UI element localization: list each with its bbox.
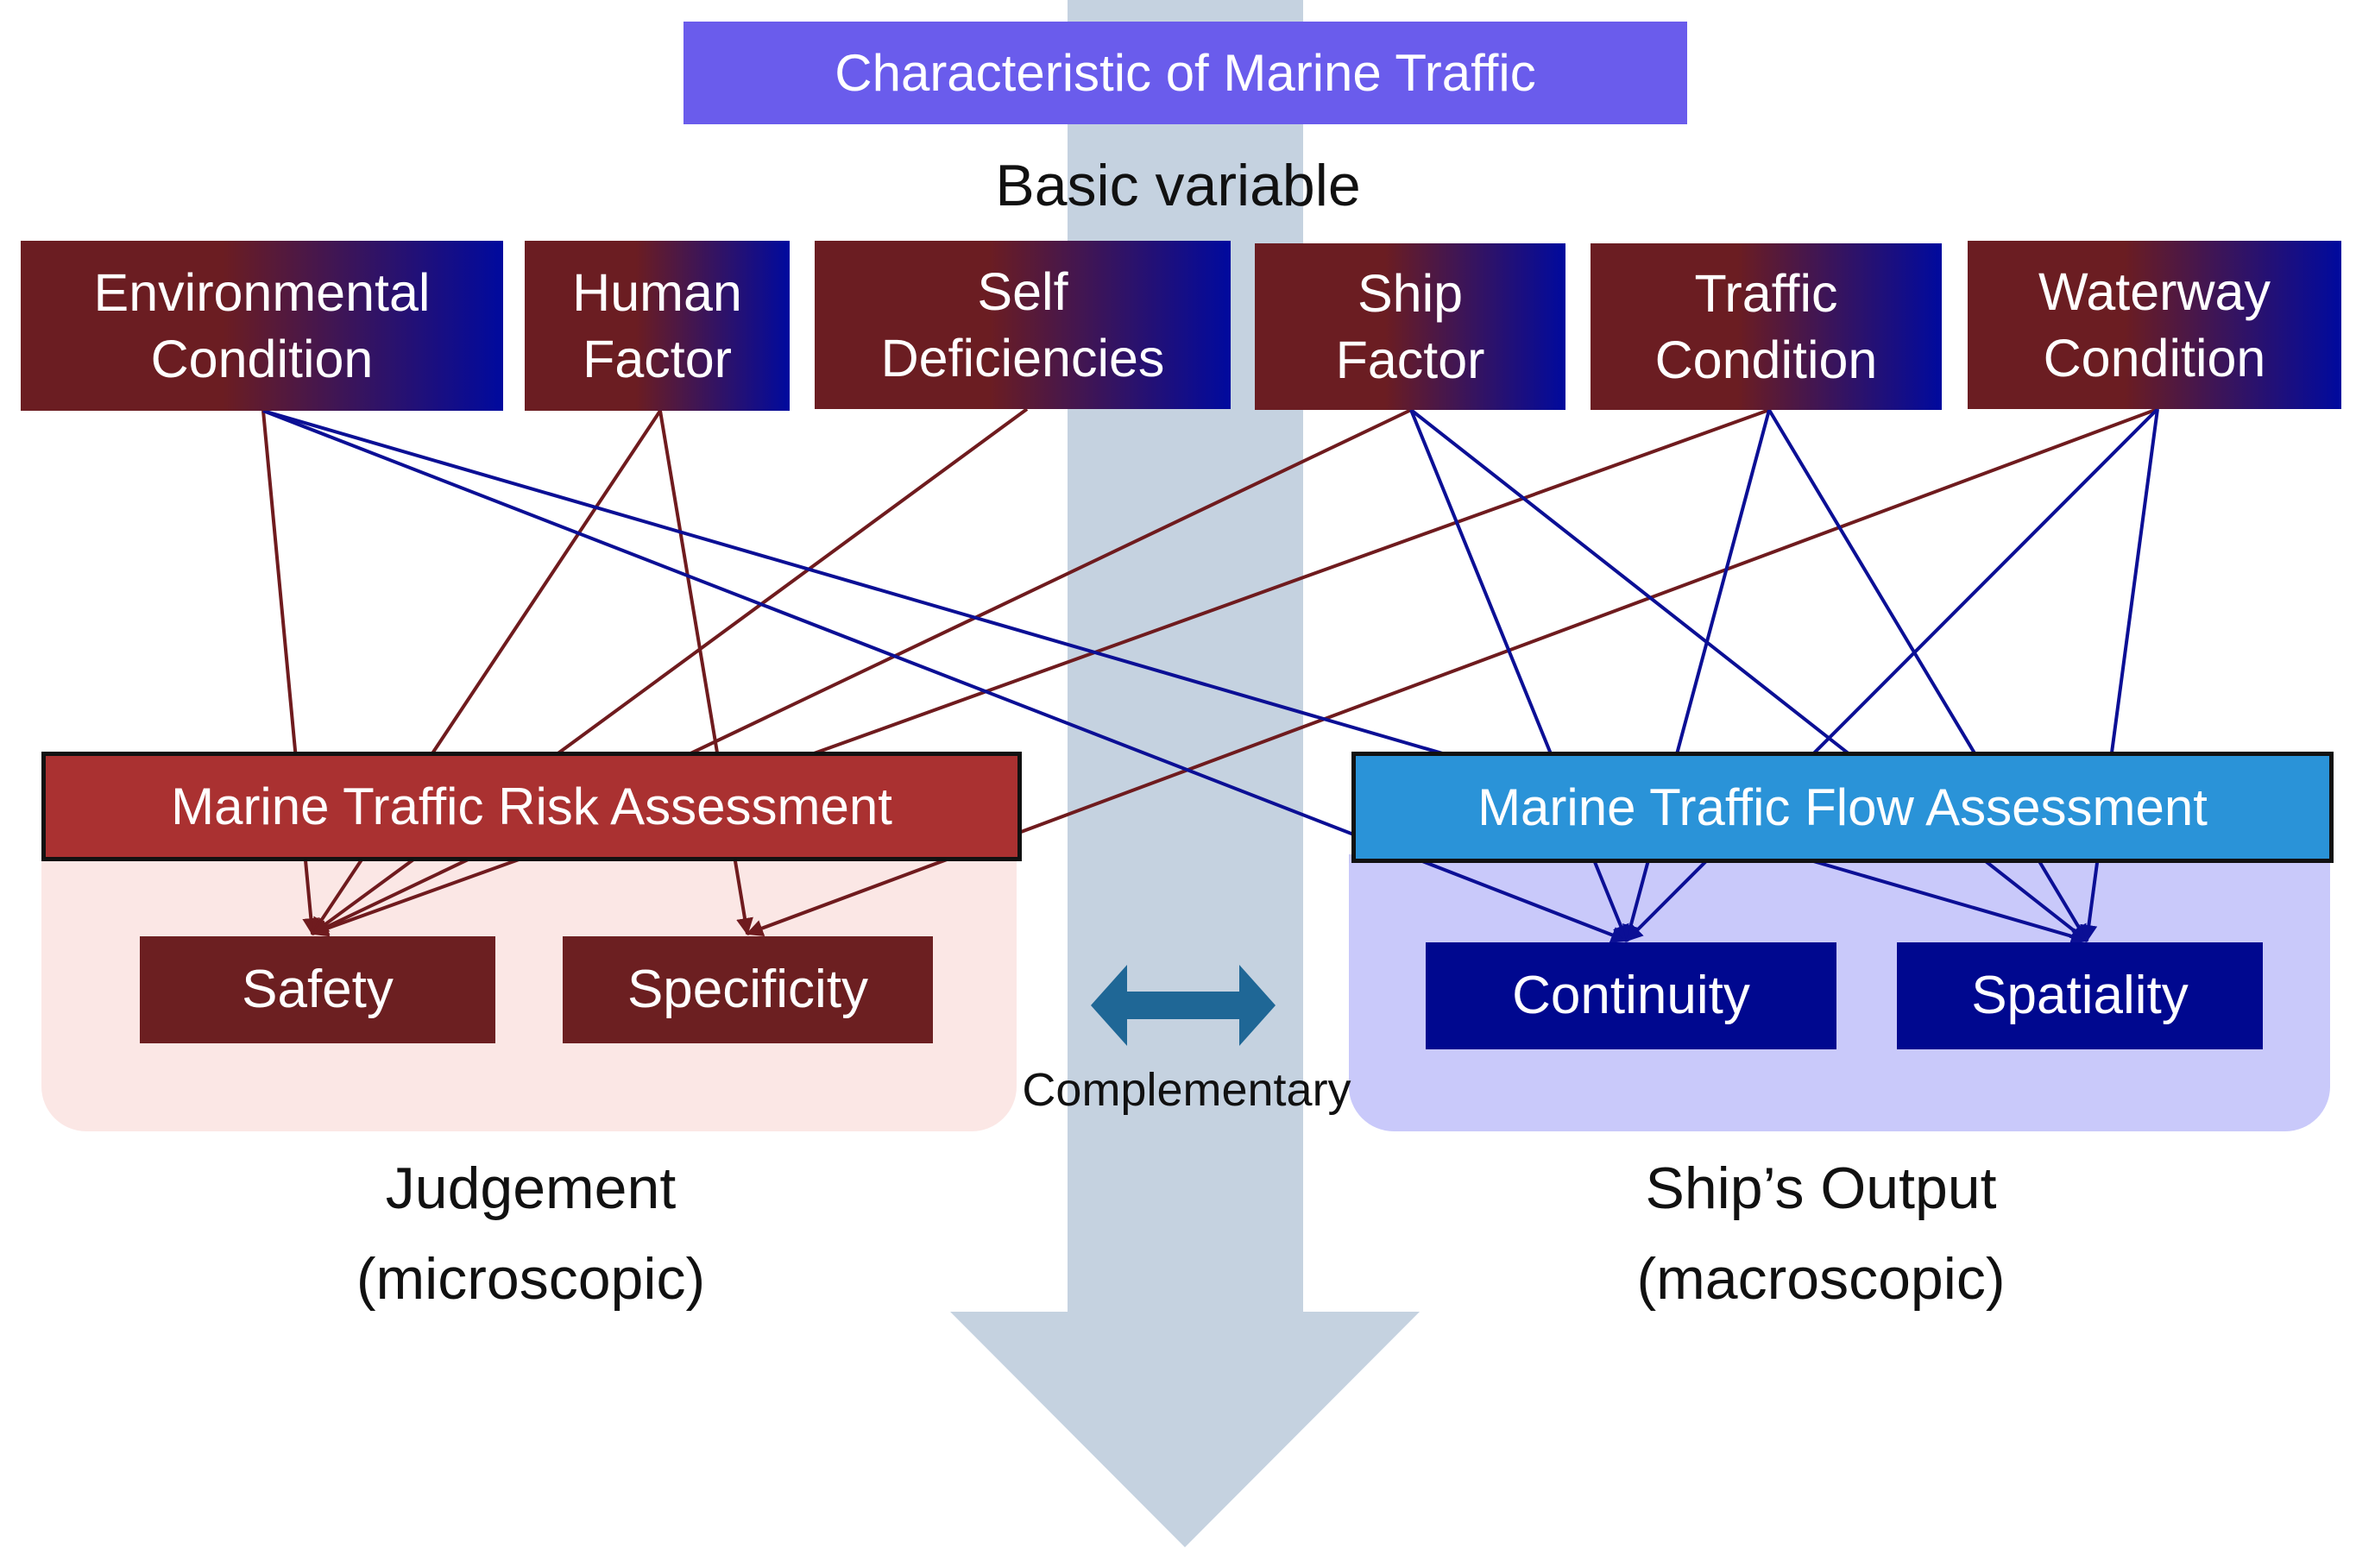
continuity-box: Continuity bbox=[1426, 942, 1836, 1049]
specificity-box: Specificity bbox=[563, 936, 933, 1043]
risk-caption-line2: (microscopic) bbox=[356, 1246, 706, 1313]
risk-caption: Judgement (microscopic) bbox=[272, 1143, 790, 1326]
variable-label: Self Deficiencies bbox=[880, 262, 1165, 387]
safety-box: Safety bbox=[140, 936, 495, 1043]
flow-assessment-header: Marine Traffic Flow Assessment bbox=[1351, 752, 2334, 863]
variable-label: Environmental Condition bbox=[93, 263, 431, 388]
spatiality-box: Spatiality bbox=[1897, 942, 2263, 1049]
safety-label: Safety bbox=[242, 960, 394, 1020]
variable-environmental-condition: Environmental Condition bbox=[21, 241, 503, 411]
variable-traffic-condition: Traffic Condition bbox=[1591, 243, 1942, 410]
risk-caption-line1: Judgement bbox=[385, 1156, 677, 1221]
variable-label: Traffic Condition bbox=[1654, 264, 1878, 389]
specificity-label: Specificity bbox=[627, 960, 869, 1020]
risk-assessment-title: Marine Traffic Risk Assessment bbox=[171, 778, 892, 835]
flow-caption-line1: Ship’s Output bbox=[1645, 1156, 1997, 1221]
flow-assessment-title: Marine Traffic Flow Assessment bbox=[1477, 778, 2208, 836]
continuity-label: Continuity bbox=[1512, 966, 1750, 1026]
variable-waterway-condition: Waterway Condition bbox=[1968, 241, 2341, 409]
page-title-text: Characteristic of Marine Traffic bbox=[835, 44, 1536, 102]
complementary-double-arrow-icon bbox=[1091, 965, 1276, 1046]
variable-human-factor: Human Factor bbox=[525, 241, 790, 411]
spatiality-label: Spatiality bbox=[1971, 966, 2189, 1026]
risk-assessment-header: Marine Traffic Risk Assessment bbox=[41, 752, 1022, 861]
variable-ship-factor: Ship Factor bbox=[1255, 243, 1565, 410]
flow-caption-line2: (macroscopic) bbox=[1636, 1246, 2006, 1313]
variable-label: Ship Factor bbox=[1335, 264, 1485, 389]
page-title: Characteristic of Marine Traffic bbox=[683, 22, 1687, 124]
variable-self-deficiencies: Self Deficiencies bbox=[815, 241, 1231, 409]
basic-variable-label: Basic variable bbox=[995, 153, 1361, 218]
variable-label: Human Factor bbox=[572, 263, 742, 388]
complementary-label: Complementary bbox=[1022, 1064, 1351, 1116]
flow-caption: Ship’s Output (macroscopic) bbox=[1553, 1143, 2088, 1326]
variable-label: Waterway Condition bbox=[2038, 262, 2271, 387]
